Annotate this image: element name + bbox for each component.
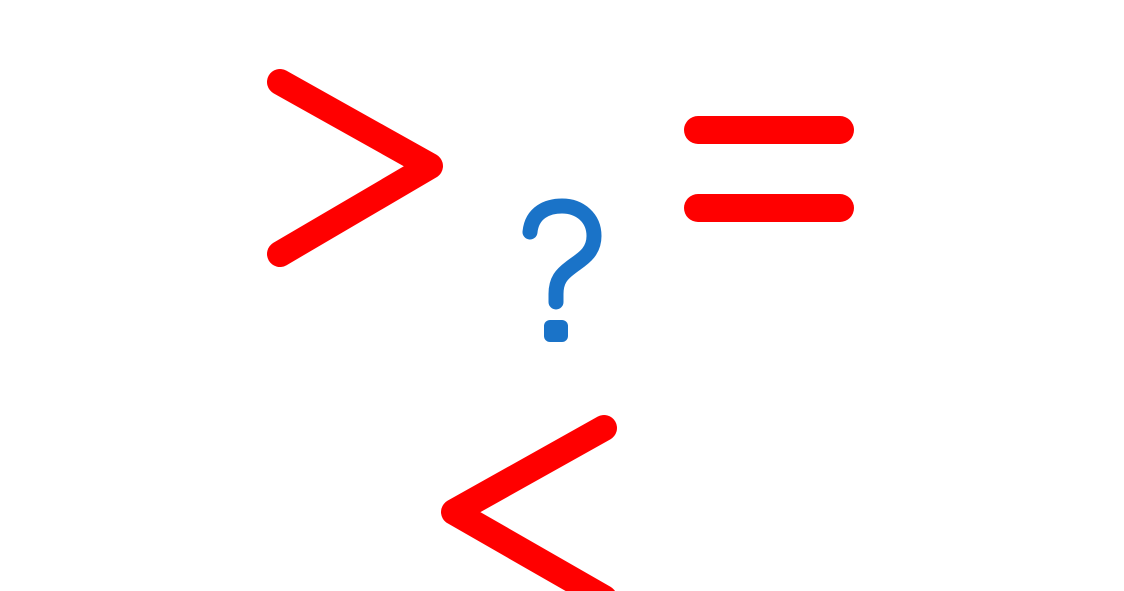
equals-sign: = xyxy=(680,108,860,228)
greater-than-sign: > xyxy=(262,64,452,274)
question-mark-curve xyxy=(522,198,602,310)
greater-than-shape xyxy=(267,69,443,267)
equals-shape xyxy=(684,116,854,222)
less-than-shape xyxy=(441,415,617,591)
question-mark: ? xyxy=(518,198,606,348)
less-than-path xyxy=(441,415,617,591)
question-mark-shape xyxy=(522,198,602,342)
less-than-sign: < xyxy=(432,410,622,591)
greater-than-path xyxy=(267,69,443,267)
question-mark-dot xyxy=(544,320,568,342)
